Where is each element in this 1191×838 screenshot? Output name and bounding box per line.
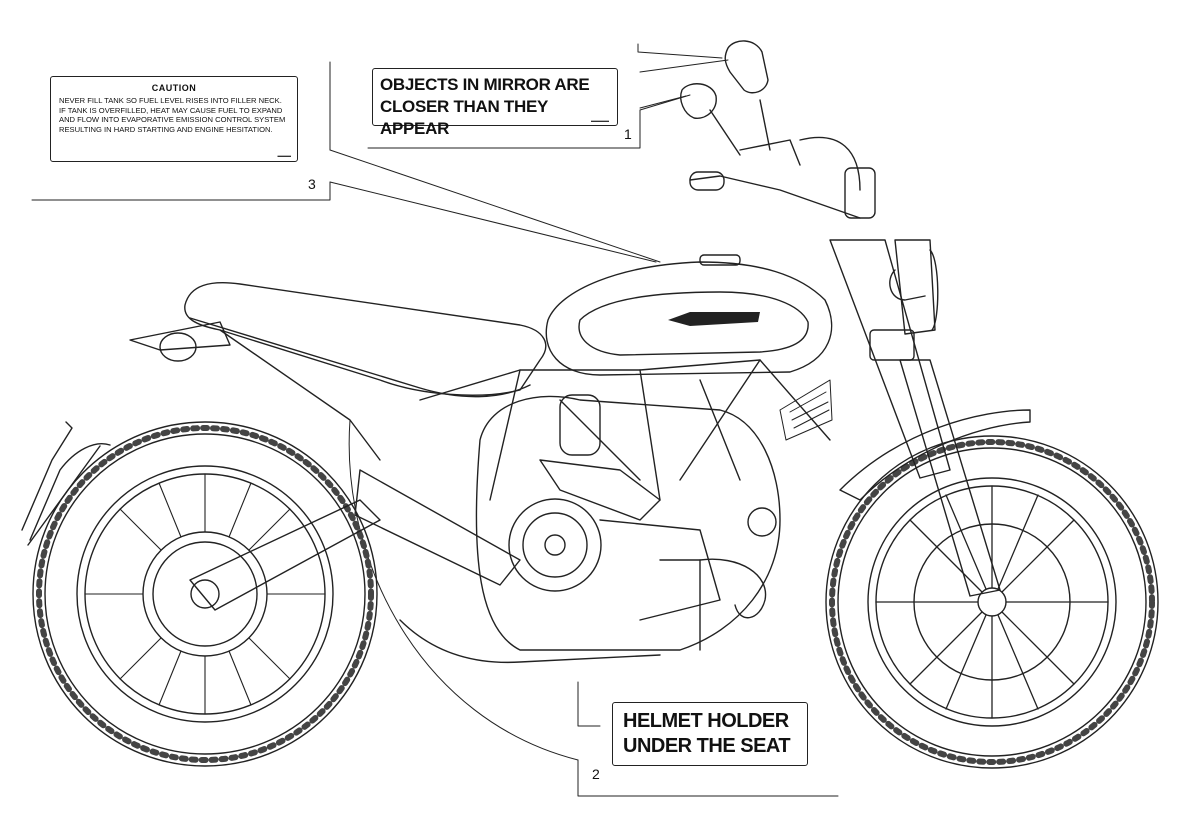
leader-1-top xyxy=(637,43,723,59)
leader-3-to-tank xyxy=(329,149,661,263)
top-margin xyxy=(0,0,1191,36)
tail xyxy=(129,321,381,461)
leader-2-upper xyxy=(577,681,601,727)
leader-1-mirror-a xyxy=(639,59,729,73)
mirror-warning-label: OBJECTS IN MIRROR ARE CLOSER THAN THEY A… xyxy=(372,68,618,138)
leader-2-curve xyxy=(348,419,579,761)
leader-3-bracket xyxy=(31,181,331,201)
callout-number-1: 1 xyxy=(624,126,632,142)
caution-label: CAUTION NEVER FILL TANK SO FUEL LEVEL RI… xyxy=(50,76,298,162)
front-fender xyxy=(839,409,1031,501)
handlebar xyxy=(689,99,876,219)
swingarm xyxy=(189,469,521,611)
headlight xyxy=(889,239,939,335)
mirror-upper xyxy=(724,40,769,94)
front-wheel xyxy=(825,435,1159,769)
callout-number-2: 2 xyxy=(592,766,600,782)
exhaust xyxy=(399,558,767,664)
seat xyxy=(184,282,547,398)
front-fork xyxy=(829,239,1001,597)
leader-lines xyxy=(31,43,839,797)
helmet-holder-text: HELMET HOLDER UNDER THE SEAT xyxy=(623,710,791,757)
leader-3-to-tank-lower xyxy=(329,181,657,263)
leader-1-bracket xyxy=(367,94,691,149)
rear-fender xyxy=(21,421,111,546)
mirror-warning-text: OBJECTS IN MIRROR ARE CLOSER THAN THEY A… xyxy=(380,75,590,138)
oil-cooler xyxy=(779,379,833,441)
caution-text: NEVER FILL TANK SO FUEL LEVEL RISES INTO… xyxy=(59,96,286,134)
caution-part-code: ▬▬▬ xyxy=(277,153,292,158)
caution-title: CAUTION xyxy=(151,83,197,93)
helmet-holder-label: HELMET HOLDER UNDER THE SEAT xyxy=(612,702,808,766)
mirror-part-code: ▬▬▬▬ xyxy=(591,118,609,123)
rear-wheel xyxy=(32,421,378,767)
mirror-lower xyxy=(680,83,717,119)
engine xyxy=(475,394,781,651)
frame xyxy=(419,359,831,501)
leader-1-mirror-b xyxy=(639,95,687,109)
callout-number-3: 3 xyxy=(308,176,316,192)
leader-2-bracket xyxy=(577,759,839,797)
fuel-tank xyxy=(545,254,833,376)
